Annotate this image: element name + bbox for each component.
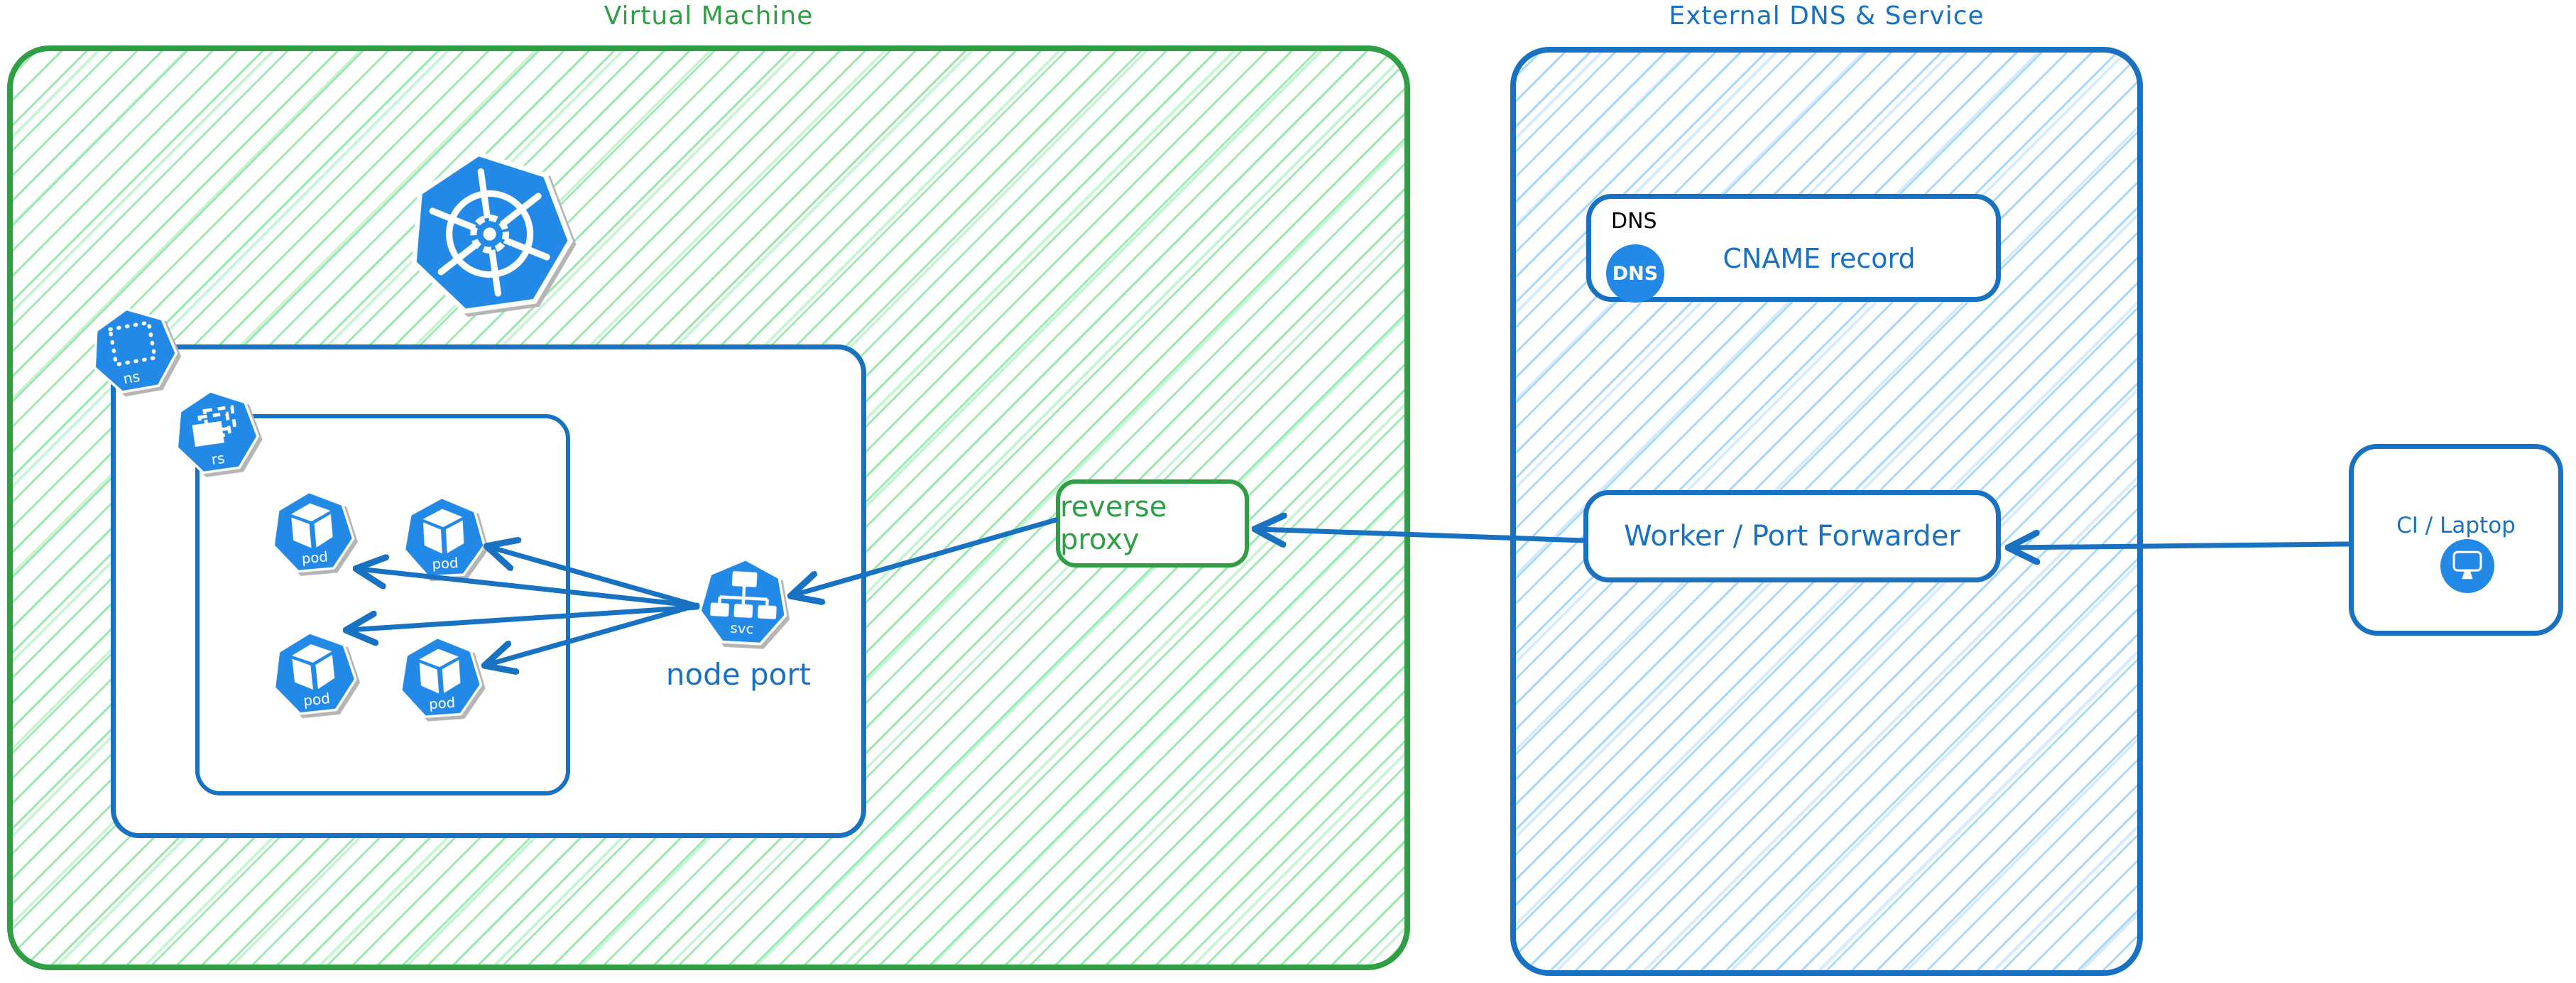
kubernetes-logo-icon <box>398 139 581 322</box>
replicaset-icon-label: rs <box>210 450 226 468</box>
pod-icon-label: pod <box>432 555 459 572</box>
worker-port-forwarder-label: Worker / Port Forwarder <box>1624 520 1960 553</box>
dns-icon: DNS <box>1606 244 1664 303</box>
reverse-proxy-box: reverse proxy <box>1056 479 1249 567</box>
namespace-icon: ns <box>84 300 182 398</box>
reverse-proxy-label: reverse proxy <box>1060 491 1167 556</box>
pod-icon-label: pod <box>428 695 456 713</box>
cname-record-label: CNAME record <box>1723 243 1916 274</box>
external-dns-service-title: External DNS & Service <box>1669 1 1985 31</box>
virtual-machine-title: Virtual Machine <box>604 1 814 31</box>
ci-laptop-label: CI / Laptop <box>2396 513 2516 538</box>
service-icon: svc <box>697 554 790 649</box>
node-port-caption: node port <box>665 657 812 692</box>
worker-port-forwarder-box: Worker / Port Forwarder <box>1583 490 2001 582</box>
service-icon-label: svc <box>730 620 754 638</box>
namespace-icon-label: ns <box>122 368 141 388</box>
replicaset-icon: rs <box>168 384 263 478</box>
pod-icon: pod <box>268 487 357 576</box>
pod-icon: pod <box>268 626 360 719</box>
pod-icon-label: pod <box>302 690 331 710</box>
replicaset-box <box>195 414 570 795</box>
dns-record-box: DNS DNS CNAME record <box>1586 194 2001 303</box>
dns-icon-label: DNS <box>1612 262 1659 285</box>
ci-laptop-box: CI / Laptop <box>2349 444 2563 636</box>
dns-heading: DNS <box>1611 209 1657 234</box>
pod-icon: pod <box>400 494 487 580</box>
monitor-icon <box>2440 539 2494 593</box>
pod-icon-label: pod <box>301 548 329 567</box>
pod-icon: pod <box>396 633 484 721</box>
